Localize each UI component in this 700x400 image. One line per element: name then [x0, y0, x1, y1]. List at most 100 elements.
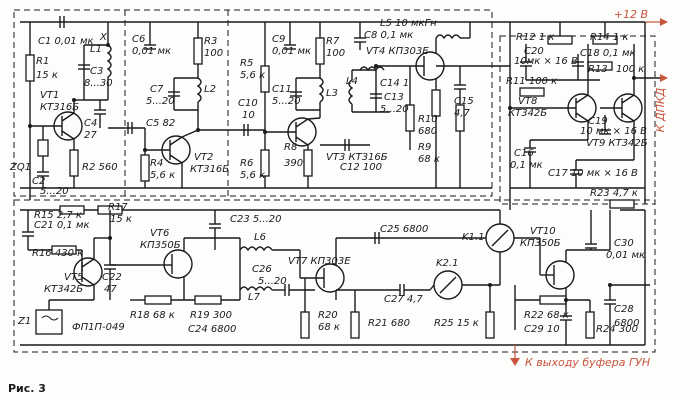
label-c6v: 0,01 мк — [132, 46, 171, 57]
label-c17: C17 10 мк × 16 В — [548, 168, 638, 179]
label-c9: C9 — [272, 34, 285, 45]
label-c11: C11 — [272, 84, 292, 95]
label-r24: R24 300 — [596, 324, 638, 335]
label-c2v: 5...20 — [40, 186, 69, 197]
label-c15v: 4,7 — [454, 108, 471, 119]
label-c30: C30 — [614, 238, 634, 249]
label-r15: R15 2,7 к — [34, 210, 82, 221]
label-r25: R25 15 к — [434, 318, 479, 329]
label-vt8t: КТ342Б — [508, 108, 547, 119]
label-r17: R17 — [108, 202, 128, 213]
label-vt3: VT3 КТ316Б — [326, 152, 388, 163]
label-r21: R21 680 — [368, 318, 410, 329]
label-c3: C3 — [90, 66, 103, 77]
label-c21: C21 0,1 мк — [34, 220, 90, 231]
label-l4: L4 — [346, 76, 358, 87]
label-r10: R10 — [418, 114, 438, 125]
module-vt2 — [108, 22, 228, 189]
label-vt7: VT7 КП303Е — [288, 256, 351, 267]
label-r22: R22 68 к — [524, 310, 569, 321]
label-c19: C19 — [588, 116, 608, 127]
label-r16: R16 430 к — [32, 248, 83, 259]
label-c22: C22 — [102, 272, 122, 283]
annotations: +12 В К ДПКД К выходу буфера ГУН Рис. 3 — [8, 8, 667, 395]
label-r20v: 68 к — [318, 322, 340, 333]
label-vt6: VT6 — [150, 228, 169, 239]
label-r4v: 5,6 к — [150, 170, 175, 181]
label-c20v: 10мк × 16 В — [514, 56, 578, 67]
label-z1t: ФП1П-049 — [72, 322, 125, 333]
label-c13: C13 — [384, 92, 404, 103]
power-label: +12 В — [614, 8, 648, 21]
module-vt3-vt4 — [228, 22, 510, 189]
label-c8: C8 0,1 мк — [364, 30, 413, 41]
label-c26v: 5...20 — [258, 276, 287, 287]
label-c1: C1 0,01 мк — [38, 36, 94, 47]
label-c20: C20 — [524, 46, 544, 57]
label-vt5: VT5 — [64, 272, 83, 283]
label-r18: R18 68 к — [130, 310, 175, 321]
label-c26: C26 — [252, 264, 272, 275]
label-r6v: 5,6 к — [240, 170, 265, 181]
label-r7v: 100 — [326, 48, 345, 59]
label-vt10: VT10 — [530, 226, 556, 237]
label-zq1: ZQ1 — [9, 162, 31, 173]
label-r17v: 15 к — [110, 214, 132, 225]
figure-caption: Рис. 3 — [8, 382, 46, 395]
module-switching — [20, 205, 650, 366]
label-c27: C27 4,7 — [384, 294, 423, 305]
label-c28: C28 — [614, 304, 634, 315]
label-r1: R1 — [36, 56, 49, 67]
label-r2: R2 560 — [82, 162, 118, 173]
label-vt2: VT2 — [194, 152, 213, 163]
label-vt1: VT1 — [40, 90, 59, 101]
label-c12: C12 100 — [340, 162, 382, 173]
label-c6: C6 — [132, 34, 145, 45]
label-c5: C5 82 — [146, 118, 175, 129]
label-c22v: 47 — [104, 284, 117, 295]
label-l6: L6 — [254, 232, 266, 243]
output-dpkd-label: К ДПКД — [654, 87, 667, 132]
label-x: X — [99, 32, 108, 43]
label-c25: C25 6800 — [380, 224, 428, 235]
label-r1v: 15 к — [36, 70, 58, 81]
label-l1: L1 — [90, 44, 102, 55]
label-k11: K1.1 — [462, 232, 484, 243]
label-c4: C4 — [84, 118, 97, 129]
label-l5: L5 10 мкГн — [380, 18, 437, 29]
label-r13: R13 — [588, 64, 608, 75]
label-r19: R19 300 — [190, 310, 232, 321]
module-oscillator — [20, 16, 125, 200]
label-vt10t: КП350Б — [520, 238, 561, 249]
label-c28v: 6800 — [614, 318, 639, 329]
label-r13v: 100 к — [616, 64, 644, 75]
label-r5: R5 — [240, 58, 253, 69]
label-r4: R4 — [150, 158, 163, 169]
module-borders — [13, 9, 656, 353]
label-l2: L2 — [204, 84, 216, 95]
label-c24: C24 6800 — [188, 324, 236, 335]
label-c16: C16 — [514, 148, 534, 159]
label-c18: C18 0,1 мк — [580, 48, 636, 59]
label-c10v: 10 — [242, 110, 255, 121]
label-vt1t: КТ316Б — [40, 102, 79, 113]
label-c7: C7 — [150, 84, 164, 95]
label-r14: R14 1 к — [590, 32, 628, 43]
label-r9v: 68 к — [418, 154, 440, 165]
output-buffer-label: К выходу буфера ГУН — [525, 356, 650, 369]
label-c11v: 5...20 — [272, 96, 301, 107]
label-c2: C2 — [32, 176, 45, 187]
label-r23: R23 4,7 к — [590, 188, 638, 199]
label-r5v: 5,6 к — [240, 70, 265, 81]
label-r8: R8 — [284, 142, 297, 153]
label-vt5t: КТ342Б — [44, 284, 83, 295]
label-vt6t: КП350Б — [140, 240, 181, 251]
label-c29: C29 10 — [524, 324, 560, 335]
label-r9: R9 — [418, 142, 431, 153]
label-c4v: 27 — [84, 130, 97, 141]
label-c23: C23 5...20 — [230, 214, 282, 225]
label-r3: R3 — [204, 36, 217, 47]
